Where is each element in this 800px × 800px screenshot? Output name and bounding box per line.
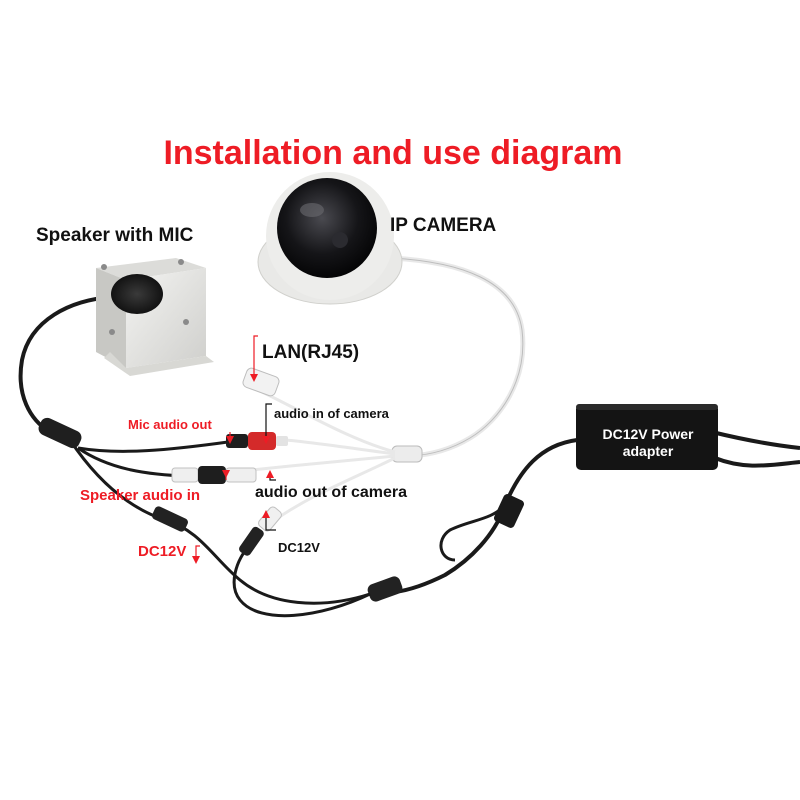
dc-jack-camera: [237, 525, 265, 557]
diagram-title: Installation and use diagram: [0, 134, 786, 173]
audio-out-camera-label: audio out of camera: [255, 484, 407, 502]
adapter-label-line1: DC12V Power: [586, 426, 710, 443]
camera-dc-plug: [257, 505, 283, 532]
camera-label: IP CAMERA: [390, 215, 496, 237]
speaker-box: [96, 258, 214, 376]
speaker-grill: [111, 274, 163, 314]
cable-splitter-head: [392, 446, 422, 462]
dc12v-speaker-label: DC12V: [138, 543, 186, 560]
dc-barrel-connector: [366, 575, 404, 604]
cable-junction: [36, 416, 83, 451]
dc12v-camera-label: DC12V: [278, 540, 320, 555]
dc-plug-speaker: [151, 505, 190, 533]
mic-rca-connector: [226, 432, 288, 450]
audio-in-camera-label: audio in of camera: [274, 406, 389, 421]
speaker-label: Speaker with MIC: [36, 225, 193, 247]
rj45-connector: [242, 367, 281, 397]
camera-dome: [277, 178, 377, 278]
adapter-label-line2: adapter: [586, 443, 710, 460]
speaker-audio-in-label: Speaker audio in: [80, 487, 200, 504]
lan-label: LAN(RJ45): [262, 342, 359, 364]
adapter-cable: [366, 440, 577, 603]
speaker-rca-connector: [172, 466, 256, 484]
ip-camera: [258, 172, 402, 304]
mic-audio-out-label: Mic audio out: [128, 417, 212, 432]
adapter-label: DC12V Power adapter: [586, 426, 710, 460]
